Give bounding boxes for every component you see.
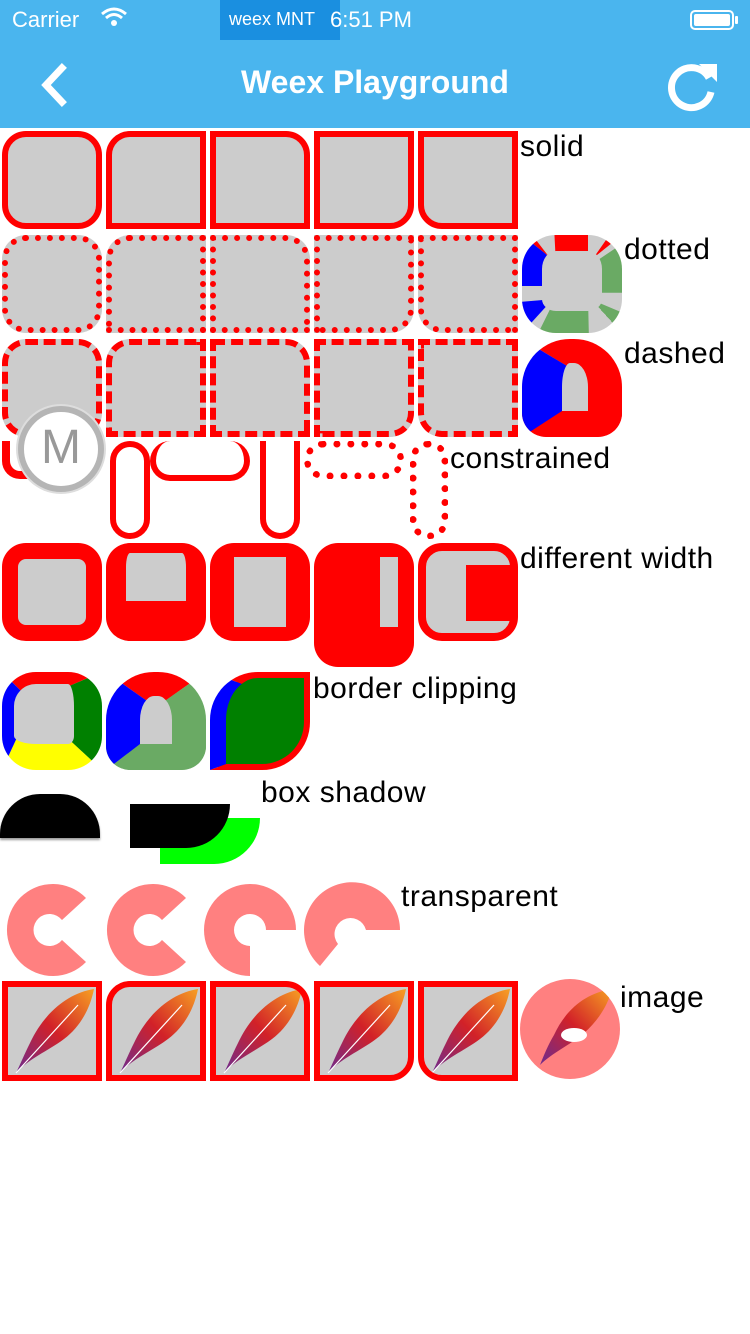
- dashed-box-4: [314, 339, 414, 437]
- floating-m-letter: M: [41, 421, 81, 474]
- dotted-multicolor-box: [522, 235, 622, 333]
- transparent-ring-1: [0, 880, 100, 980]
- solid-box-1: [2, 131, 102, 229]
- label-dotted: dotted: [624, 233, 711, 266]
- label-transparent: transparent: [401, 880, 559, 913]
- transparent-ring-4: [300, 880, 400, 980]
- feather-icon: [15, 989, 94, 1074]
- solid-box-4: [314, 131, 414, 229]
- image-box-1: [2, 981, 102, 1081]
- clipping-box-2: [106, 672, 206, 770]
- clipping-box-1: [2, 672, 102, 770]
- back-button[interactable]: [30, 60, 80, 110]
- image-box-2: [106, 981, 206, 1081]
- dashed-box-3: [210, 339, 310, 437]
- diff-width-box-5-inner: [466, 565, 510, 621]
- dashed-box-5: [418, 339, 518, 437]
- diff-width-box-3: [210, 543, 310, 641]
- constrained-shape-4: [260, 441, 300, 539]
- label-image: image: [620, 981, 705, 1014]
- constrained-shape-3: [150, 441, 250, 481]
- nav-bar: Weex Playground: [0, 40, 750, 128]
- transparent-ring-3: [200, 880, 300, 980]
- refresh-icon: [668, 64, 717, 112]
- shadow-box-1: [0, 794, 100, 838]
- transparent-ring-2: [100, 880, 200, 980]
- carrier-label: Carrier: [12, 7, 80, 32]
- status-bar: Carrier weex MNT 6:51 PM: [0, 0, 750, 40]
- diff-width-box-4: [314, 543, 414, 667]
- solid-box-5: [418, 131, 518, 229]
- dashed-multicolor-box: [522, 339, 622, 437]
- diff-width-box-1: [2, 543, 102, 641]
- app-tag-badge: [220, 0, 340, 40]
- dashed-box-2: [106, 339, 206, 437]
- image-box-5: [418, 981, 518, 1081]
- feather-icon: [223, 989, 302, 1074]
- status-time: 6:51 PM: [330, 7, 412, 32]
- feather-icon: [540, 989, 612, 1065]
- floating-m-button[interactable]: M: [18, 406, 104, 492]
- image-box-3: [210, 981, 310, 1081]
- constrained-shape-2: [110, 441, 150, 539]
- dotted-box-2: [106, 235, 206, 333]
- dotted-box-5: [418, 235, 518, 333]
- feather-icon: [119, 989, 198, 1074]
- label-border-clipping: border clipping: [313, 672, 518, 705]
- battery-icon: [690, 10, 740, 36]
- diff-width-box-4-inner: [380, 557, 398, 627]
- dotted-box-4: [314, 235, 414, 333]
- label-different-width: different width: [520, 542, 714, 575]
- label-dashed: dashed: [624, 337, 726, 370]
- app-tag-label: weex MNT: [229, 9, 316, 29]
- chevron-left-icon: [41, 63, 67, 107]
- diff-width-box-2: [106, 543, 206, 641]
- image-circle-box: [520, 979, 620, 1079]
- label-constrained: constrained: [450, 442, 611, 475]
- diff-width-box-5: [418, 543, 518, 641]
- constrained-shape-5: [304, 441, 404, 479]
- dotted-box-3: [210, 235, 310, 333]
- wifi-icon: [100, 6, 128, 34]
- clipping-box-3: [210, 672, 310, 770]
- refresh-button[interactable]: [665, 58, 721, 114]
- page-title: Weex Playground: [241, 64, 509, 100]
- label-solid: solid: [520, 130, 585, 163]
- solid-box-3: [210, 131, 310, 229]
- image-box-4: [314, 981, 414, 1081]
- solid-box-2: [106, 131, 206, 229]
- feather-icon: [431, 989, 510, 1074]
- label-box-shadow: box shadow: [261, 776, 427, 809]
- feather-icon: [327, 989, 406, 1074]
- constrained-shape-6: [410, 441, 448, 539]
- dotted-box-1: [2, 235, 102, 333]
